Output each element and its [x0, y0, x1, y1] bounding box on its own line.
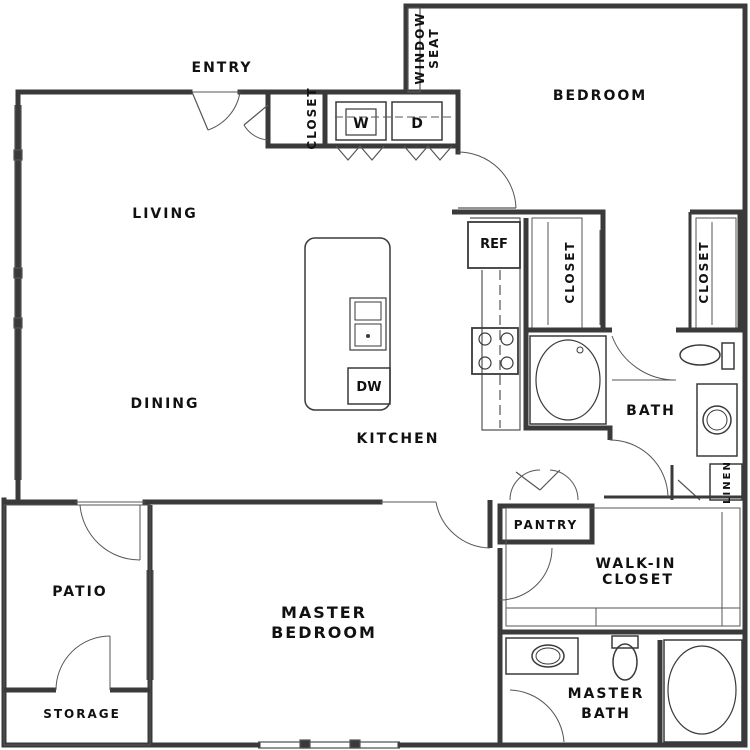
bedroom-door-arc [457, 151, 517, 209]
master-bath-tub [663, 639, 743, 743]
label-living: LIVING [132, 206, 197, 222]
bath-vanity [696, 383, 738, 457]
bottom-window [258, 739, 400, 749]
label-washer: W [353, 116, 368, 132]
label-walk-in-1: WALK-IN [596, 556, 677, 572]
label-bath: BATH [626, 403, 676, 419]
label-dining: DINING [131, 396, 200, 412]
label-master-bath-2: BATH [581, 706, 631, 722]
bath [523, 327, 745, 501]
dryer [391, 101, 443, 141]
bath-toilet [679, 344, 721, 366]
label-master-bath-1: MASTER [568, 686, 645, 702]
label-dishwasher: DW [356, 380, 381, 395]
label-pantry: PANTRY [514, 518, 578, 532]
master-bath-toilet [611, 635, 639, 649]
kitchen [304, 217, 521, 431]
label-dryer: D [411, 116, 423, 132]
label-master-bedroom-1: MASTER [281, 603, 367, 622]
kitchen-sink [349, 297, 387, 351]
wall-bedroom-outer [403, 3, 748, 503]
closet-walls [265, 92, 328, 149]
label-walk-in-2: CLOSET [602, 572, 674, 588]
hall-walls [604, 465, 745, 500]
label-window-seat-2: SEAT [427, 27, 441, 68]
label-closet-bath: CLOSET [697, 240, 711, 303]
dishwasher [347, 367, 391, 405]
label-master-bedroom-2: BEDROOM [271, 623, 377, 642]
linen-closet [709, 463, 743, 501]
washer [335, 101, 387, 141]
label-closet-small: CLOSET [305, 86, 319, 149]
bath-tub [529, 335, 607, 425]
left-windows [13, 105, 23, 480]
label-entry: ENTRY [192, 60, 253, 76]
master-bath-vanity [505, 637, 579, 675]
window-seat [407, 7, 421, 93]
master-bath [497, 632, 743, 745]
patio [3, 501, 151, 746]
label-patio: PATIO [52, 584, 107, 600]
entry-door-leaf [191, 91, 209, 131]
label-kitchen: KITCHEN [357, 431, 440, 447]
entry-laundry-area [191, 91, 458, 161]
label-closet-bedroom: CLOSET [563, 240, 577, 303]
bedroom-walls [452, 209, 743, 330]
label-storage: STORAGE [43, 707, 121, 721]
label-linen: LINEN [722, 460, 733, 504]
walk-in-closet [487, 500, 745, 635]
entry-door-arc [207, 91, 241, 131]
label-bedroom: BEDROOM [553, 88, 647, 104]
pantry [497, 469, 595, 545]
wall-bottom-right [397, 497, 748, 748]
stove [471, 327, 519, 375]
hall-door-arc [609, 439, 669, 498]
refrigerator [467, 221, 521, 269]
kitchen-island [304, 237, 391, 411]
label-window-seat-1: WINDOW [413, 11, 427, 84]
label-refrigerator: REF [480, 237, 508, 252]
